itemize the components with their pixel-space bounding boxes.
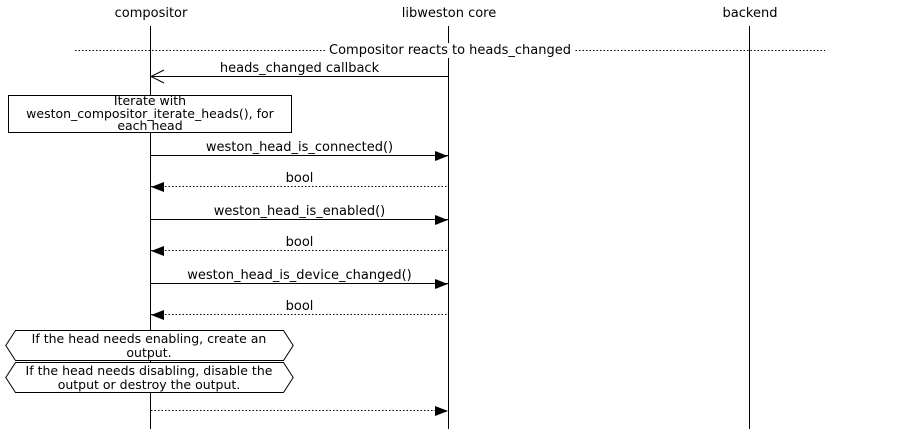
lifeline-libweston-core — [448, 26, 449, 429]
note-iterate-heads: Iterate with weston_compositor_iterate_h… — [8, 95, 292, 133]
message-label-heads-changed-callback: heads_changed callback — [219, 61, 380, 76]
filled-arrowhead-right-icon — [435, 406, 448, 416]
lifeline-compositor — [150, 26, 151, 429]
lifeline-backend — [749, 26, 750, 429]
note-line: Iterate with — [113, 93, 187, 109]
return-line-final — [151, 410, 448, 411]
filled-arrowhead-left-icon — [151, 310, 164, 320]
participant-backend: backend — [722, 6, 778, 21]
divider-label-text: Compositor reacts to heads_changed — [326, 43, 574, 58]
message-label-is-enabled: weston_head_is_enabled() — [213, 204, 386, 219]
message-label-is-connected: weston_head_is_connected() — [205, 140, 394, 155]
note-line: output. — [126, 344, 172, 360]
filled-arrowhead-left-icon — [151, 246, 164, 256]
message-label-is-device-changed: weston_head_is_device_changed() — [187, 268, 412, 283]
hexagon-note-disable-shape — [5, 362, 294, 393]
message-line-is-device-changed — [151, 283, 448, 284]
message-line-is-connected — [151, 155, 448, 156]
note-line: weston_compositor_iterate_heads(), for — [26, 105, 274, 121]
participant-libweston-core: libweston core — [401, 6, 497, 21]
note-line: If the head needs disabling, disable the — [25, 363, 273, 378]
message-label-bool-1: bool — [285, 171, 314, 186]
open-arrowhead-left-icon — [150, 69, 165, 84]
filled-arrowhead-left-icon — [151, 182, 164, 192]
return-line-bool-1 — [151, 186, 448, 187]
participant-compositor: compositor — [114, 6, 188, 21]
filled-arrowhead-right-icon — [435, 151, 448, 161]
note-disable: If the head needs disabling, disable the… — [5, 362, 293, 393]
note-line: each head — [117, 118, 183, 134]
message-label-bool-3: bool — [285, 299, 314, 314]
return-line-bool-3 — [151, 314, 448, 315]
return-line-bool-2 — [151, 250, 448, 251]
hexagon-note-enable-shape — [5, 330, 294, 361]
message-line-is-enabled — [151, 219, 448, 220]
note-line: output or destroy the output. — [57, 376, 241, 392]
message-label-bool-2: bool — [285, 235, 314, 250]
filled-arrowhead-right-icon — [435, 279, 448, 289]
note-line: If the head needs enabling, create an — [31, 331, 267, 346]
divider-label: Compositor reacts to heads_changed — [75, 43, 825, 58]
filled-arrowhead-right-icon — [435, 215, 448, 225]
message-line-heads-changed-callback — [151, 76, 448, 77]
note-enable: If the head needs enabling, create an ou… — [5, 330, 293, 361]
